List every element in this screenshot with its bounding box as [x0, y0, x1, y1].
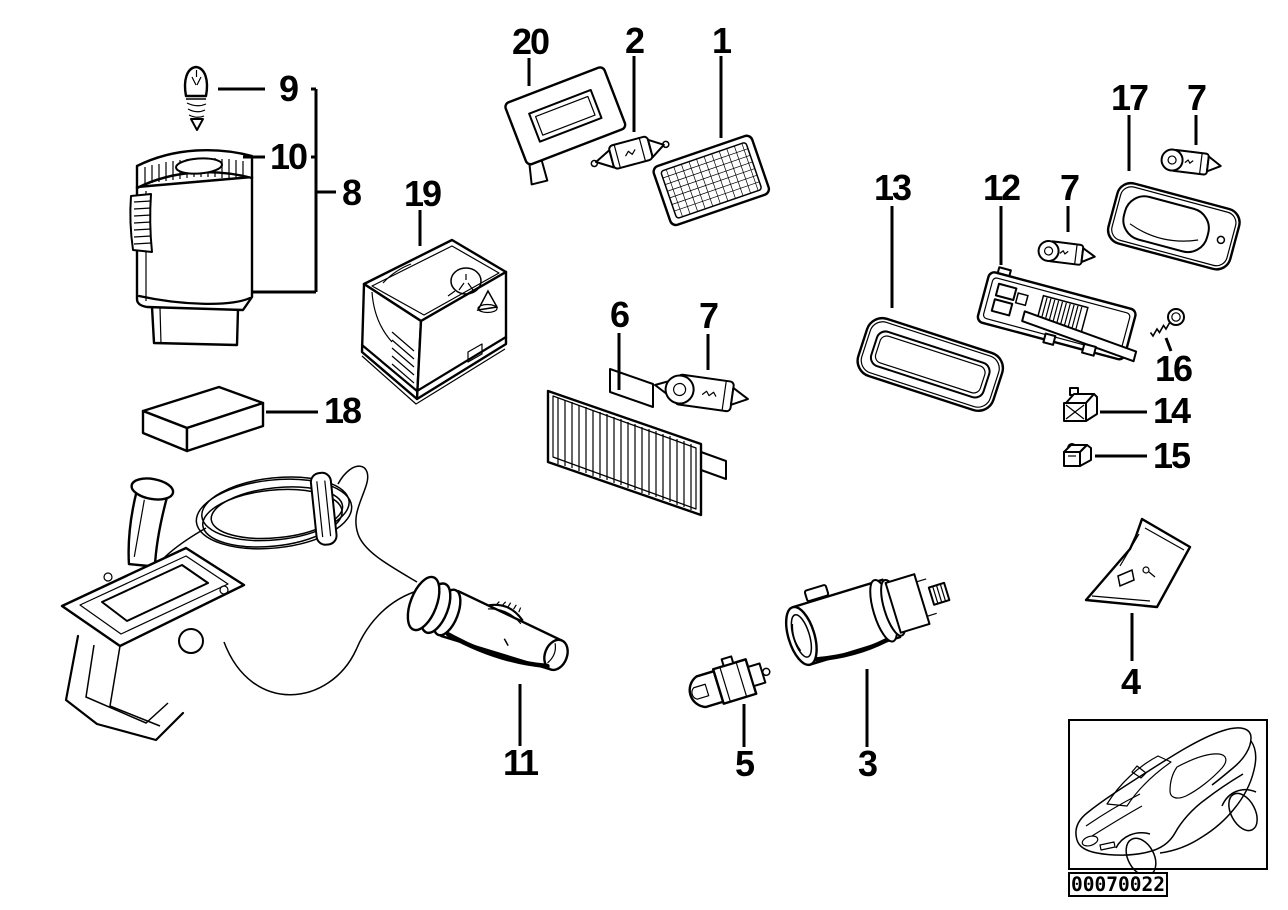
callout-label-4: 4	[1120, 661, 1141, 702]
part-1-lamp-drawing	[652, 134, 771, 227]
callout-label-13: 13	[873, 167, 912, 208]
part-4-bracket-drawing	[1084, 517, 1192, 609]
part-11-trouble-lamp-drawing	[60, 465, 569, 742]
callout-label-8: 8	[341, 172, 362, 213]
callout-label-10: 10	[269, 136, 308, 177]
callout-label-18: 18	[323, 390, 362, 431]
callout-label-9: 9	[278, 68, 299, 109]
part-7-festoon-bulb-drawing	[1037, 239, 1096, 266]
part-15-clip-drawing	[1063, 443, 1092, 467]
diagram-number-plate: 00070022	[1068, 872, 1168, 897]
callout-label-1: 1	[711, 20, 732, 61]
part-19-bulb-kit-box-drawing	[360, 238, 508, 405]
callout-label-12: 12	[982, 167, 1021, 208]
callout-label-2: 2	[624, 20, 645, 61]
callout-label-19: 19	[403, 173, 442, 214]
part-7-festoon-bulb-drawing	[654, 373, 749, 413]
part-14-clip-drawing	[1063, 387, 1098, 422]
part-8-flashlight-drawing	[129, 149, 254, 347]
callout-label-3: 3	[857, 743, 878, 784]
part-5-bulb-drawing	[688, 655, 771, 709]
part-9-bulb-drawing	[183, 65, 209, 131]
callout-label-16: 16	[1154, 348, 1193, 389]
car-inset-drawing	[1068, 719, 1268, 877]
part-16-screw-drawing	[1149, 308, 1185, 338]
part-20-bezel-drawing	[504, 66, 627, 186]
part-6-ribbed-lens-drawing	[546, 368, 727, 517]
part-13-gasket-drawing	[856, 316, 1005, 412]
diagram-number-text: 00070022	[1071, 873, 1165, 896]
callout-label-5: 5	[734, 743, 755, 784]
callout-label-6: 6	[609, 294, 630, 335]
part-2-festoon-bulb-drawing	[590, 135, 670, 170]
callout-label-15: 15	[1152, 435, 1191, 476]
part-17-lens-cover-drawing	[1106, 181, 1241, 271]
callout-label-17: 17	[1110, 77, 1149, 118]
callout-label-7: 7	[1059, 167, 1080, 208]
callout-label-20: 20	[511, 21, 550, 62]
part-12-lamp-housing-drawing	[976, 266, 1138, 363]
part-3-socket-drawing	[784, 573, 951, 667]
callout-label-14: 14	[1152, 390, 1191, 431]
callout-label-11: 11	[502, 742, 539, 783]
leader-line-16	[1164, 337, 1173, 352]
callout-label-7: 7	[1186, 77, 1207, 118]
part-18-box-drawing	[141, 385, 265, 453]
callout-label-7: 7	[698, 295, 719, 336]
part-7-festoon-bulb-drawing	[1160, 148, 1222, 176]
